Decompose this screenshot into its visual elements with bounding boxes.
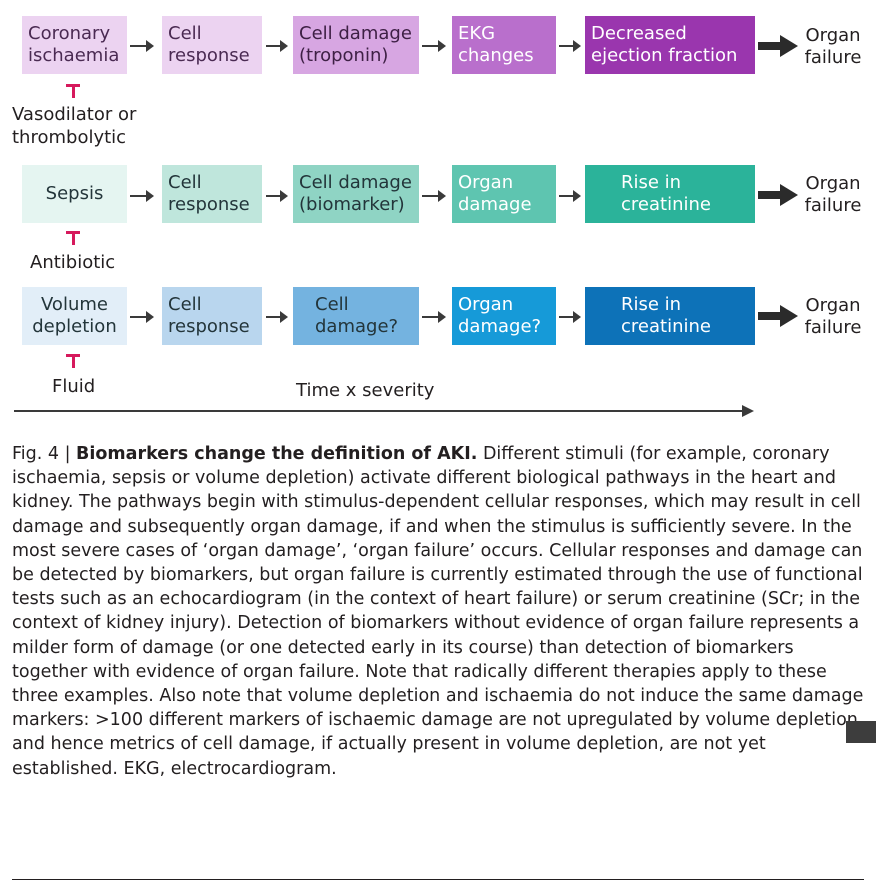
arrow <box>422 190 446 202</box>
organ-failure-label: Organ failure <box>804 295 862 338</box>
timeline-arrow <box>14 405 754 417</box>
decorative-marker <box>846 721 876 743</box>
arrow <box>130 311 154 323</box>
arrow-to-organ-failure <box>758 305 798 327</box>
therapy-label: Antibiotic <box>30 252 116 273</box>
arrow <box>559 40 581 52</box>
box-cell-damage-uncertain: Cell damage? <box>293 287 419 345</box>
timeline-label: Time x severity <box>296 380 435 401</box>
arrow-to-organ-failure <box>758 35 798 57</box>
arrow <box>422 311 446 323</box>
organ-failure-label: Organ failure <box>804 25 862 68</box>
arrow <box>266 190 288 202</box>
box-cell-response: Cell response <box>162 16 262 74</box>
figure-caption-body: Different stimuli (for example, coronary… <box>12 444 864 779</box>
box-ekg-changes: EKG changes <box>452 16 556 74</box>
box-volume-depletion: Volume depletion <box>22 287 127 345</box>
box-cell-response: Cell response <box>162 287 262 345</box>
figure-title: Biomarkers change the definition of AKI. <box>76 444 478 464</box>
arrow <box>559 190 581 202</box>
box-organ-damage: Organ damage <box>452 165 556 223</box>
box-cell-response: Cell response <box>162 165 262 223</box>
figure-number: Fig. 4 | <box>12 444 77 464</box>
arrow <box>266 40 288 52</box>
box-organ-damage-uncertain: Organ damage? <box>452 287 556 345</box>
organ-failure-label: Organ failure <box>804 173 862 216</box>
box-rise-in-creatinine: Rise in creatinine <box>585 165 755 223</box>
inhibitor-icon <box>66 84 80 98</box>
inhibitor-icon <box>66 354 80 368</box>
arrow <box>559 311 581 323</box>
box-sepsis: Sepsis <box>22 165 127 223</box>
box-rise-in-creatinine: Rise in creatinine <box>585 287 755 345</box>
inhibitor-icon <box>66 231 80 245</box>
box-cell-damage-biomarker: Cell damage (biomarker) <box>293 165 419 223</box>
arrow <box>266 311 288 323</box>
divider <box>12 879 864 880</box>
therapy-label: Fluid <box>52 376 96 397</box>
box-coronary-ischaemia: Coronary ischaemia <box>22 16 127 74</box>
arrow <box>130 40 154 52</box>
arrow <box>130 190 154 202</box>
figure-caption: Fig. 4 | Biomarkers change the definitio… <box>12 442 868 781</box>
arrow-to-organ-failure <box>758 184 798 206</box>
box-cell-damage-troponin: Cell damage (troponin) <box>293 16 419 74</box>
arrow <box>422 40 446 52</box>
box-decreased-ejection-fraction: Decreased ejection fraction <box>585 16 755 74</box>
therapy-label: Vasodilator or thrombolytic <box>12 104 137 148</box>
